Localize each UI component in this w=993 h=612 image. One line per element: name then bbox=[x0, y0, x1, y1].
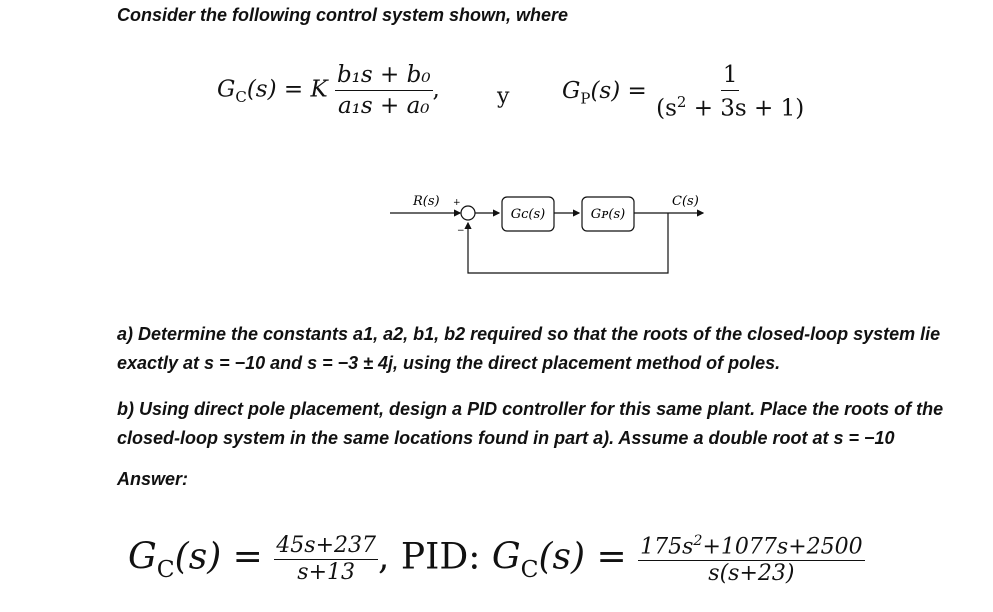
gp-subscript: P bbox=[580, 89, 591, 108]
controller-denominator: a₁s + a₀ bbox=[337, 93, 430, 119]
answer-gc-symbol: G bbox=[128, 536, 157, 578]
answer-equation: GC(s) = 45s+237 s+13 , PID: GC(s) = 175s… bbox=[128, 534, 865, 585]
answer-label: Answer: bbox=[117, 469, 189, 489]
gc-block bbox=[501, 196, 555, 232]
feedback-path bbox=[464, 213, 669, 274]
question-b: b) Using direct pole placement, design a… bbox=[117, 399, 944, 448]
gc-symbol: G bbox=[217, 76, 236, 103]
controller-fraction: b₁s + b₀ a₁s + a₀ bbox=[334, 62, 433, 119]
gc-block-label: Gᴄ(s) bbox=[511, 207, 545, 222]
plus-sign: + bbox=[453, 198, 461, 208]
answer-comma: , bbox=[378, 536, 390, 578]
answer-fraction-2-numerator: 175s2+1077s+2500 bbox=[638, 533, 865, 562]
gp-symbol: G bbox=[562, 77, 581, 104]
plant-fraction: 1 (s2 + 3s + 1) bbox=[654, 62, 806, 122]
gc-argument: (s) = K bbox=[246, 76, 328, 103]
answer-fraction-1-denominator: s+13 bbox=[297, 560, 356, 586]
eq1-comma: , bbox=[432, 76, 440, 103]
controller-equation: GC(s) = K b₁s + b₀ a₁s + a₀ , bbox=[217, 62, 440, 119]
pid-gc-subscript: C bbox=[520, 554, 539, 583]
plant-equation: GP(s) = 1 (s2 + 3s + 1) bbox=[562, 62, 806, 122]
summing-junction bbox=[460, 205, 476, 221]
answer-fraction-1: 45s+237 s+13 bbox=[274, 533, 379, 586]
gp-block-label: Gᴘ(s) bbox=[591, 207, 625, 222]
gp-block bbox=[581, 196, 635, 232]
gc-subscript: C bbox=[235, 88, 247, 107]
output-label: C(s) bbox=[672, 194, 699, 209]
controller-numerator: b₁s + b₀ bbox=[334, 62, 433, 91]
pid-gc-symbol: G bbox=[491, 536, 521, 578]
minus-sign: − bbox=[457, 226, 465, 236]
plant-denominator: (s2 + 3s + 1) bbox=[656, 93, 805, 122]
gp-argument: (s) = bbox=[590, 77, 647, 104]
answer-gc-argument: (s) = bbox=[174, 536, 263, 578]
answer-fraction-2: 175s2+1077s+2500 s(s+23) bbox=[638, 534, 865, 585]
answer-gc-subscript: C bbox=[156, 554, 175, 583]
plant-numerator: 1 bbox=[720, 62, 740, 91]
question-a: a) Determine the constants a1, a2, b1, b… bbox=[117, 324, 941, 373]
pid-label: PID: bbox=[400, 536, 481, 578]
input-label: R(s) bbox=[412, 194, 440, 209]
answer-fraction-1-numerator: 45s+237 bbox=[274, 533, 379, 561]
conjunction-y: y bbox=[497, 84, 510, 109]
block-diagram: R(s) + − Gᴄ(s) Gᴘ(s) C(s) bbox=[390, 194, 705, 274]
pid-gc-argument: (s) = bbox=[538, 536, 627, 578]
answer-fraction-2-denominator: s(s+23) bbox=[708, 561, 795, 587]
intro-text: Consider the following control system sh… bbox=[117, 5, 569, 25]
